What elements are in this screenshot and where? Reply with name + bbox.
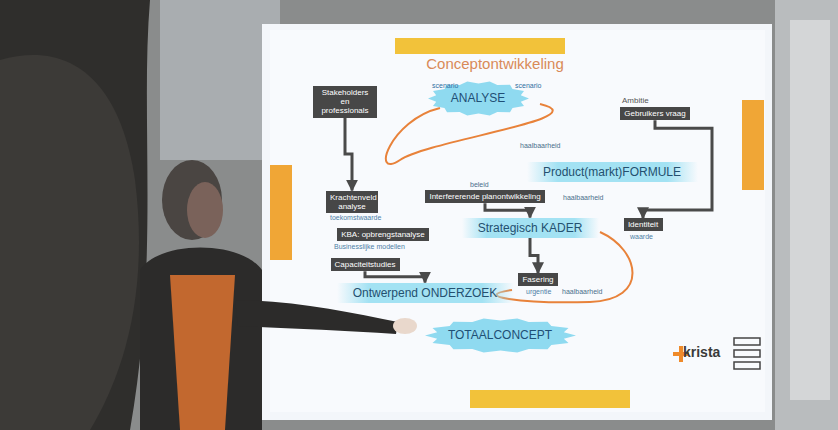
process-box: Capaciteitstudies: [331, 258, 400, 271]
presenter-arm: [235, 300, 398, 334]
node-text: ANALYSE: [451, 91, 506, 105]
process-box: Fasering: [518, 273, 558, 286]
process-box: Identiteit: [624, 218, 663, 231]
orange-loop: [497, 232, 633, 302]
slide-icon: [734, 338, 760, 369]
node-text: Interfererende planontwikkeling: [429, 192, 541, 201]
slide-title: Conceptontwikkeling: [426, 55, 564, 72]
presenter-head: [162, 160, 222, 240]
icon-bar: [734, 362, 760, 369]
note-label: urgentie: [526, 288, 551, 296]
projection-screen: [262, 24, 772, 420]
flow-arrow: [530, 238, 538, 273]
foreground-hair: [0, 55, 139, 430]
node-text: Gebruikers vraag: [624, 109, 686, 118]
note-label: Businesslijke modellen: [334, 243, 405, 251]
note-label: scenario: [432, 82, 458, 90]
window-panel: [775, 0, 838, 430]
process-box: Stakeholders en professionals: [313, 86, 377, 118]
note-label: toekomstwaarde: [330, 214, 381, 222]
node-text: Fasering: [522, 275, 554, 284]
window-pane: [790, 20, 830, 400]
presenter-hand: [393, 318, 417, 334]
icon-bar: [734, 338, 760, 345]
icon-bar: [734, 350, 760, 357]
foreground-head: [0, 0, 150, 430]
note-label: haalbaarheid: [520, 142, 560, 150]
flow-arrow: [485, 203, 530, 217]
note-label: haalbaarheid: [562, 288, 602, 296]
accent-bar: [270, 165, 292, 260]
node-text: Identiteit: [628, 220, 659, 229]
node-text: Strategisch KADER: [478, 221, 583, 235]
process-box: Krachtenveld analyse: [326, 191, 378, 213]
note-label: waarde: [630, 233, 653, 241]
presenter-shirt: [170, 275, 235, 430]
process-box: Interfererende planontwikkeling: [425, 190, 545, 203]
node-text: KBA: opbrengstanalyse: [341, 230, 425, 239]
presenter-jacket: [140, 248, 262, 430]
accent-bar: [470, 390, 630, 408]
node-text: Stakeholders en professionals: [317, 88, 373, 116]
node-text: Capaciteitstudies: [335, 260, 396, 269]
node-text: Product(markt)FORMULE: [543, 165, 682, 179]
note-label: scenario: [515, 82, 541, 90]
note-label: haalbaarheid: [563, 194, 603, 202]
cloud-fill: [425, 318, 576, 352]
stage-band: Ontwerpend ONDERZOEK: [337, 283, 514, 303]
flow-arrow: [345, 118, 352, 191]
process-box: KBA: opbrengstanalyse: [337, 228, 429, 241]
accent-bar: [742, 100, 764, 190]
node-text: Ontwerpend ONDERZOEK: [353, 286, 498, 300]
logo-text: krista: [683, 345, 720, 360]
flow-arrow: [365, 271, 425, 282]
process-box: Gebruikers vraag: [620, 107, 690, 120]
node-text: Krachtenveld analyse: [330, 193, 374, 211]
accent-bar: [395, 38, 565, 54]
note-label: Ambitie: [622, 97, 649, 106]
node-text: TOTAALCONCEPT: [448, 328, 553, 342]
presenter-face: [187, 182, 223, 238]
cloud-fill: [428, 81, 529, 115]
cloud-shape: TOTAALCONCEPT: [424, 317, 577, 353]
note-label: beleid: [470, 181, 489, 189]
stage-band: Product(markt)FORMULE: [527, 162, 698, 182]
projected-slide: [270, 30, 765, 412]
stage-band: Strategisch KADER: [462, 218, 599, 238]
